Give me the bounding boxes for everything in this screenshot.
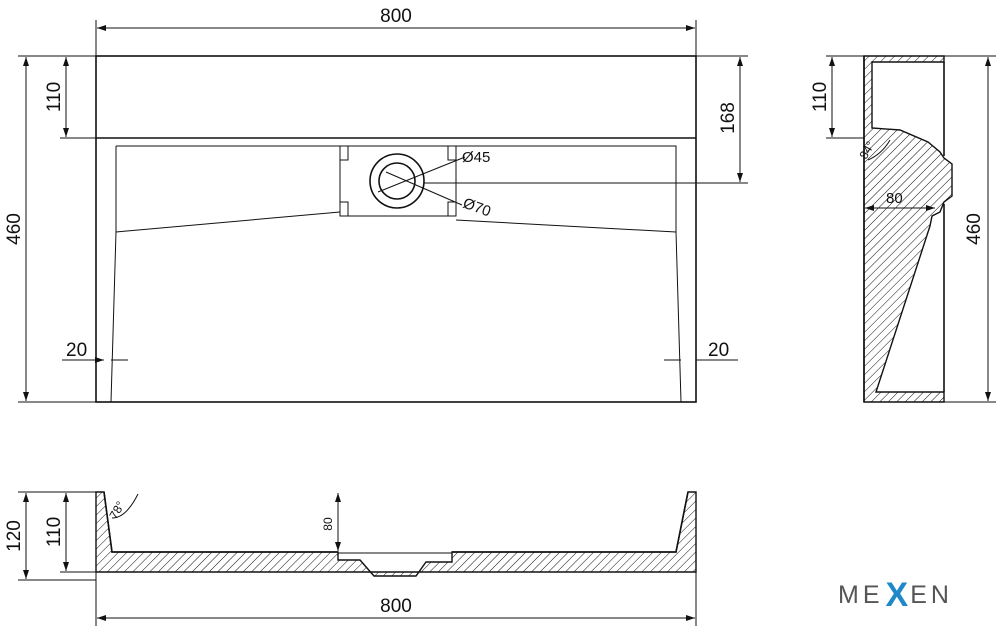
side-depth-label: 80 <box>886 190 903 207</box>
drain-offset-label: 168 <box>718 102 739 134</box>
front-view: 78° 80 120 110 800 <box>4 491 697 626</box>
logo-x: X <box>885 575 909 614</box>
front-height-total-label: 120 <box>4 520 25 552</box>
drain-inner-label: Ø45 <box>462 149 490 166</box>
drain-plate <box>339 145 457 217</box>
front-height-inner-label: 110 <box>44 517 65 547</box>
side-height-label: 460 <box>964 213 985 245</box>
wall-right-label: 20 <box>708 340 729 361</box>
front-width-label: 800 <box>380 596 412 617</box>
logo-right: EN <box>910 580 953 609</box>
top-rim-label: 110 <box>44 82 65 112</box>
front-depth-label: 80 <box>321 517 335 531</box>
side-view: 110 84° 80 460 <box>810 55 996 403</box>
front-angle-label: 78° <box>106 499 127 522</box>
wall-left-label: 20 <box>66 340 87 361</box>
side-view-section <box>863 55 953 403</box>
top-view: Ø45 Ø70 800 460 110 168 20 20 <box>4 6 748 403</box>
logo-left: ME <box>838 580 884 609</box>
front-view-section <box>95 491 697 577</box>
top-width-label: 800 <box>380 6 412 27</box>
drain-outer-label: Ø70 <box>461 195 493 221</box>
top-view-outline <box>95 55 697 403</box>
side-rim-label: 110 <box>810 82 831 112</box>
drain-outer-circle <box>369 153 425 209</box>
top-height-label: 460 <box>4 213 25 245</box>
drain-inner-circle <box>378 162 416 200</box>
